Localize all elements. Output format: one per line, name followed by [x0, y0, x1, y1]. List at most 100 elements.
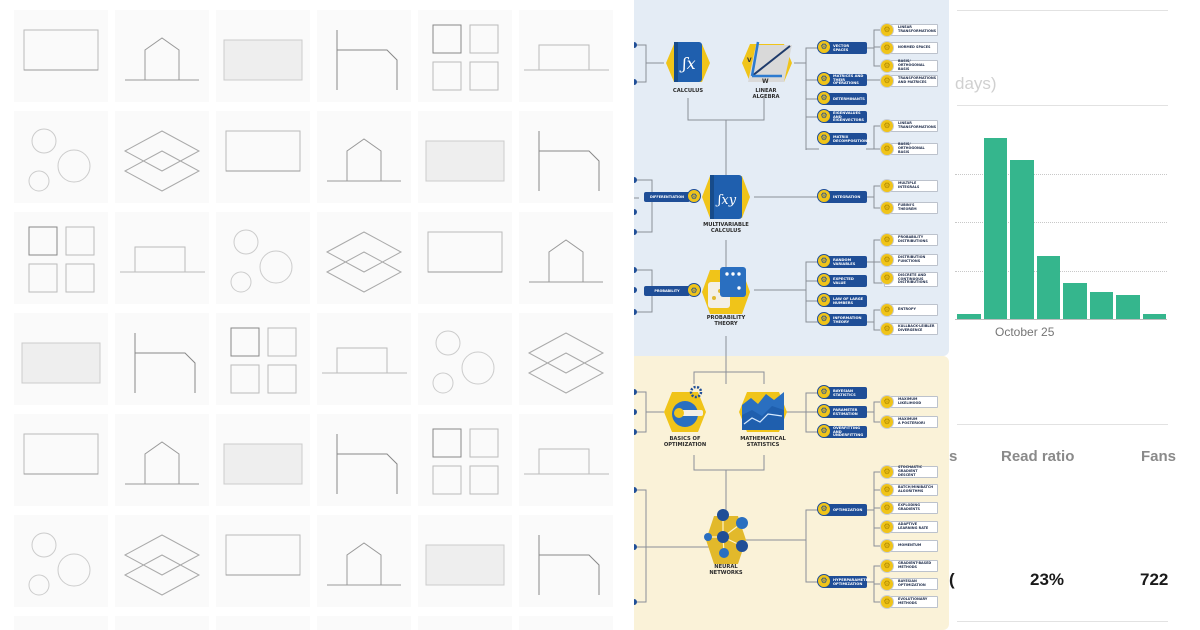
architecture-drawing-thumbnail	[14, 616, 108, 630]
leaf-multiple-integrals: ⚙MULTIPLE INTEGRALS	[880, 179, 938, 193]
architecture-drawing-thumbnail	[418, 414, 512, 506]
leaf-distribution-functions: ⚙DISTRIBUTION FUNCTIONS	[880, 253, 938, 267]
chart-baseline	[955, 319, 1167, 320]
leaf-linear-transformations: ⚙LINEAR TRANSFORMATIONS	[880, 23, 938, 37]
gear-icon: ⚙	[880, 322, 894, 336]
gear-icon: ⚙	[880, 303, 894, 317]
gear-icon: ⚙	[817, 312, 831, 326]
gear-icon: ⚙	[817, 91, 831, 105]
architecture-drawing-thumbnail	[418, 616, 512, 630]
svg-text:W: W	[762, 78, 769, 85]
topic-law-of-large-numbers: ⚙LAW OF LARGE NUMBERS	[817, 293, 867, 307]
chart-bar[interactable]	[1142, 314, 1166, 319]
math-roadmap-infographic: ʃx V W ʃxy	[634, 0, 949, 630]
topic-parameter-estimation: ⚙PARAMETER ESTIMATION	[817, 404, 867, 418]
topic-optimization: ⚙OPTIMIZATION	[817, 502, 867, 516]
gear-icon: ⚙	[817, 293, 831, 307]
pill-differentiation: DIFFERENTIATION⚙	[644, 189, 701, 203]
chart-gridline	[955, 271, 1167, 272]
leaf-momentum: ⚙MOMENTUM	[880, 539, 938, 553]
topic-information-theory: ⚙INFORMATION THEORY	[817, 312, 867, 326]
leaf-fubini-theorem: ⚙FUBINI'S THEOREM	[880, 201, 938, 215]
gear-icon: ⚙	[880, 465, 894, 479]
chart-bar[interactable]	[957, 313, 981, 319]
optimization-wrench-gear-icon	[664, 385, 706, 432]
gear-icon: ⚙	[817, 502, 831, 516]
gear-icon: ⚙	[817, 424, 831, 438]
gear-icon: ⚙	[817, 574, 831, 588]
topic-overfitting: ⚙OVERFITTING AND UNDERFITTING	[817, 424, 867, 438]
topic-hyperparameter-optimization: ⚙HYPERPARAMETER OPTIMIZATION	[817, 574, 871, 588]
architecture-drawing-thumbnail	[519, 111, 613, 203]
architecture-drawing-thumbnail	[317, 10, 411, 102]
topic-vector-spaces: ⚙VECTOR SPACES	[817, 40, 867, 54]
gear-icon: ⚙	[817, 131, 831, 145]
pill-probability: PROBABILITY⚙	[644, 283, 701, 297]
chart-bar[interactable]	[1010, 159, 1034, 319]
architecture-drawing-thumbnail	[115, 10, 209, 102]
architecture-drawing-thumbnail	[115, 111, 209, 203]
leaf-transformations-and-matrices: ⚙TRANSFORMATIONS AND MATRICES	[880, 74, 938, 88]
gear-icon: ⚙	[817, 404, 831, 418]
gear-icon: ⚙	[880, 74, 894, 88]
chart-bar[interactable]	[983, 138, 1007, 319]
divider	[957, 424, 1168, 425]
gear-icon: ⚙	[817, 40, 831, 54]
svg-text:ʃx: ʃx	[679, 54, 695, 73]
architecture-drawing-thumbnail	[317, 515, 411, 607]
gear-icon: ⚙	[817, 385, 831, 399]
gear-icon: ⚙	[880, 201, 894, 215]
chart-bar[interactable]	[1036, 255, 1060, 319]
gear-icon: ⚙	[880, 253, 894, 267]
gear-icon: ⚙	[687, 189, 701, 203]
architecture-drawing-thumbnail	[317, 212, 411, 304]
topic-random-variables: ⚙RANDOM VARIABLES	[817, 254, 867, 268]
column-header-fans: Fans	[1141, 448, 1177, 465]
gear-icon: ⚙	[880, 577, 894, 591]
architecture-drawing-thumbnail	[115, 515, 209, 607]
chart-x-label: October 25	[995, 325, 1055, 339]
topic-integration: ⚙INTEGRATION	[817, 189, 867, 203]
gear-icon: ⚙	[880, 119, 894, 133]
architecture-drawing-thumbnail	[418, 111, 512, 203]
gear-icon: ⚙	[880, 395, 894, 409]
leaf-linear-transformations: ⚙LINEAR TRANSFORMATIONS	[880, 119, 938, 133]
architecture-drawing-thumbnail	[519, 313, 613, 405]
statistics-chart-icon	[739, 392, 787, 432]
gear-icon: ⚙	[880, 41, 894, 55]
architecture-drawing-thumbnail	[317, 414, 411, 506]
probability-dice-icon	[702, 267, 750, 314]
architecture-drawing-thumbnail	[418, 515, 512, 607]
gear-icon: ⚙	[880, 520, 894, 534]
leaf-maximum-likelihood: ⚙MAXIMUM LIKELIHOOD	[880, 395, 938, 409]
gear-icon: ⚙	[880, 271, 894, 285]
topic-bayesian-statistics: ⚙BAYESIAN STATISTICS	[817, 385, 867, 399]
chart-bar[interactable]	[1116, 295, 1140, 319]
divider	[957, 105, 1168, 106]
topic-eigenvalues: ⚙EIGENVALUES AND EIGENVECTORS	[817, 109, 867, 123]
stat-value-fans: 722	[1140, 570, 1169, 589]
roadmap-connectors: ʃx V W ʃxy	[634, 29, 884, 605]
svg-text:V: V	[747, 57, 752, 64]
leaf-evolutionary-methods: ⚙EVOLUTIONARY METHODS	[880, 595, 938, 609]
gear-icon: ⚙	[880, 59, 894, 73]
node-label-multivariable-calculus: MULTIVARIABLE CALCULUS	[703, 222, 749, 234]
architecture-drawing-thumbnail	[216, 212, 310, 304]
architecture-drawing-thumbnail	[115, 616, 209, 630]
architecture-drawing-thumbnail	[216, 515, 310, 607]
topic-expected-value: ⚙EXPECTED VALUE	[817, 273, 867, 287]
calculus-book-icon: ʃx	[666, 42, 710, 82]
architecture-drawing-thumbnail	[216, 414, 310, 506]
chart-bar[interactable]	[1089, 291, 1113, 319]
architecture-drawing-thumbnail	[418, 313, 512, 405]
chart-bar[interactable]	[1063, 282, 1087, 319]
gear-icon: ⚙	[817, 72, 831, 86]
gear-icon: ⚙	[817, 189, 831, 203]
divider	[957, 621, 1168, 622]
architecture-drawings-grid	[14, 10, 613, 630]
gear-icon: ⚙	[880, 559, 894, 573]
topic-matrix-decompositions: ⚙MATRIX DECOMPOSITIONS	[817, 131, 870, 145]
architecture-drawing-thumbnail	[14, 212, 108, 304]
leaf-gradient-based: ⚙GRADIENT-BASED METHODS	[880, 559, 938, 573]
